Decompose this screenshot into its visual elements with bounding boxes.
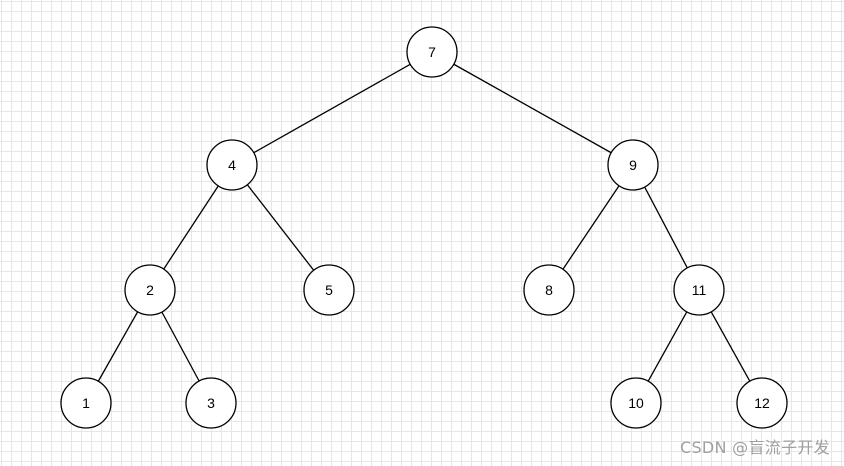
node-label: 12 [754,395,770,411]
edge-n7-n4 [253,63,411,154]
tree-node-2: 2 [124,264,176,316]
tree-node-11: 11 [673,264,725,316]
node-circle [406,26,458,78]
node-circle [206,139,258,191]
node-label: 4 [228,157,236,173]
tree-node-5: 5 [303,264,355,316]
node-circle [610,377,662,429]
tree-node-8: 8 [523,264,575,316]
node-circle [673,264,725,316]
node-circle [607,139,659,191]
edge-n2-n1 [97,311,139,382]
node-circle [523,264,575,316]
edge-n11-n12 [710,311,751,382]
edge-n4-n5 [246,184,315,271]
node-circle [60,377,112,429]
tree-node-3: 3 [185,377,237,429]
edge-n2-n3 [161,311,200,382]
node-circle [185,377,237,429]
tree-node-7: 7 [406,26,458,78]
edges-layer [97,63,751,382]
node-label: 7 [428,44,436,60]
edge-n9-n11 [644,186,688,269]
node-label: 11 [692,282,707,298]
node-label: 8 [545,282,553,298]
node-circle [736,377,788,429]
tree-node-10: 10 [610,377,662,429]
node-label: 9 [629,157,637,173]
edge-n11-n10 [647,311,688,382]
tree-node-9: 9 [607,139,659,191]
node-circle [124,264,176,316]
node-circle [303,264,355,316]
edge-n4-n2 [163,185,219,270]
tree-node-12: 12 [736,377,788,429]
watermark-text: CSDN @盲流子开发 [679,438,830,457]
node-label: 5 [325,282,333,298]
edge-n7-n9 [453,63,612,154]
node-label: 3 [207,395,215,411]
tree-node-4: 4 [206,139,258,191]
node-label: 1 [82,395,90,411]
tree-node-1: 1 [60,377,112,429]
node-label: 10 [628,395,644,411]
node-label: 2 [146,282,154,298]
edge-n9-n8 [562,185,620,270]
